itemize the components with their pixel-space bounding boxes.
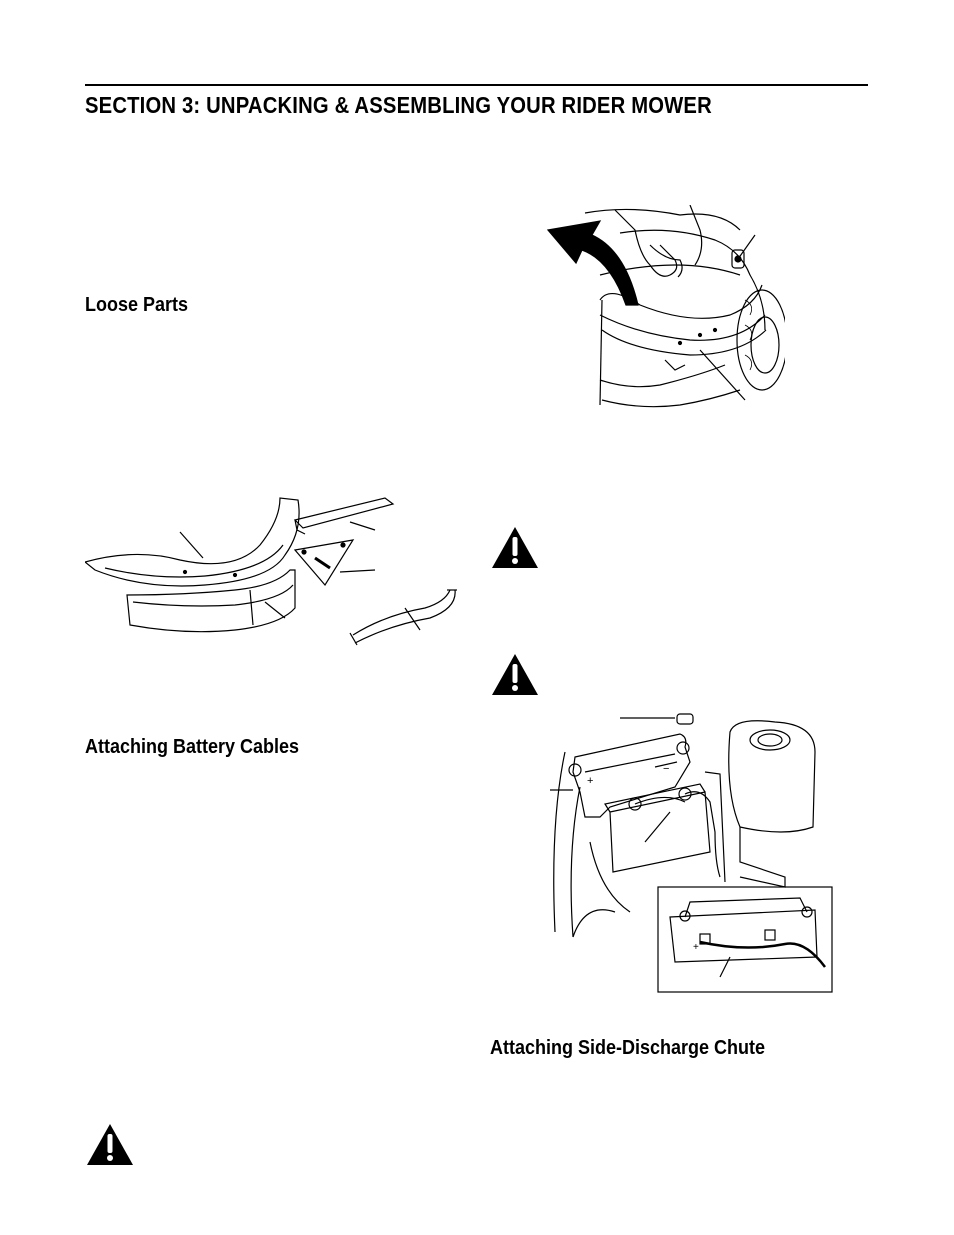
seat-lift-illustration-icon — [540, 205, 785, 415]
warning-triangle-icon — [490, 652, 540, 697]
warning-triangle-icon — [85, 1122, 135, 1167]
svg-text:+: + — [587, 775, 593, 787]
svg-text:−: − — [663, 763, 669, 775]
svg-text:+: + — [693, 942, 699, 953]
loose-parts-illustration-icon — [85, 490, 475, 655]
heading-side-discharge-chute: Attaching Side-Discharge Chute — [490, 1037, 766, 1059]
header-rule — [85, 84, 868, 86]
heading-battery-cables: Attaching Battery Cables — [85, 736, 300, 758]
battery-illustration-icon: + − + — [545, 712, 837, 994]
heading-loose-parts: Loose Parts — [85, 294, 189, 316]
section-title: SECTION 3: UNPACKING & ASSEMBLING YOUR R… — [85, 92, 712, 118]
warning-triangle-icon — [490, 525, 540, 570]
